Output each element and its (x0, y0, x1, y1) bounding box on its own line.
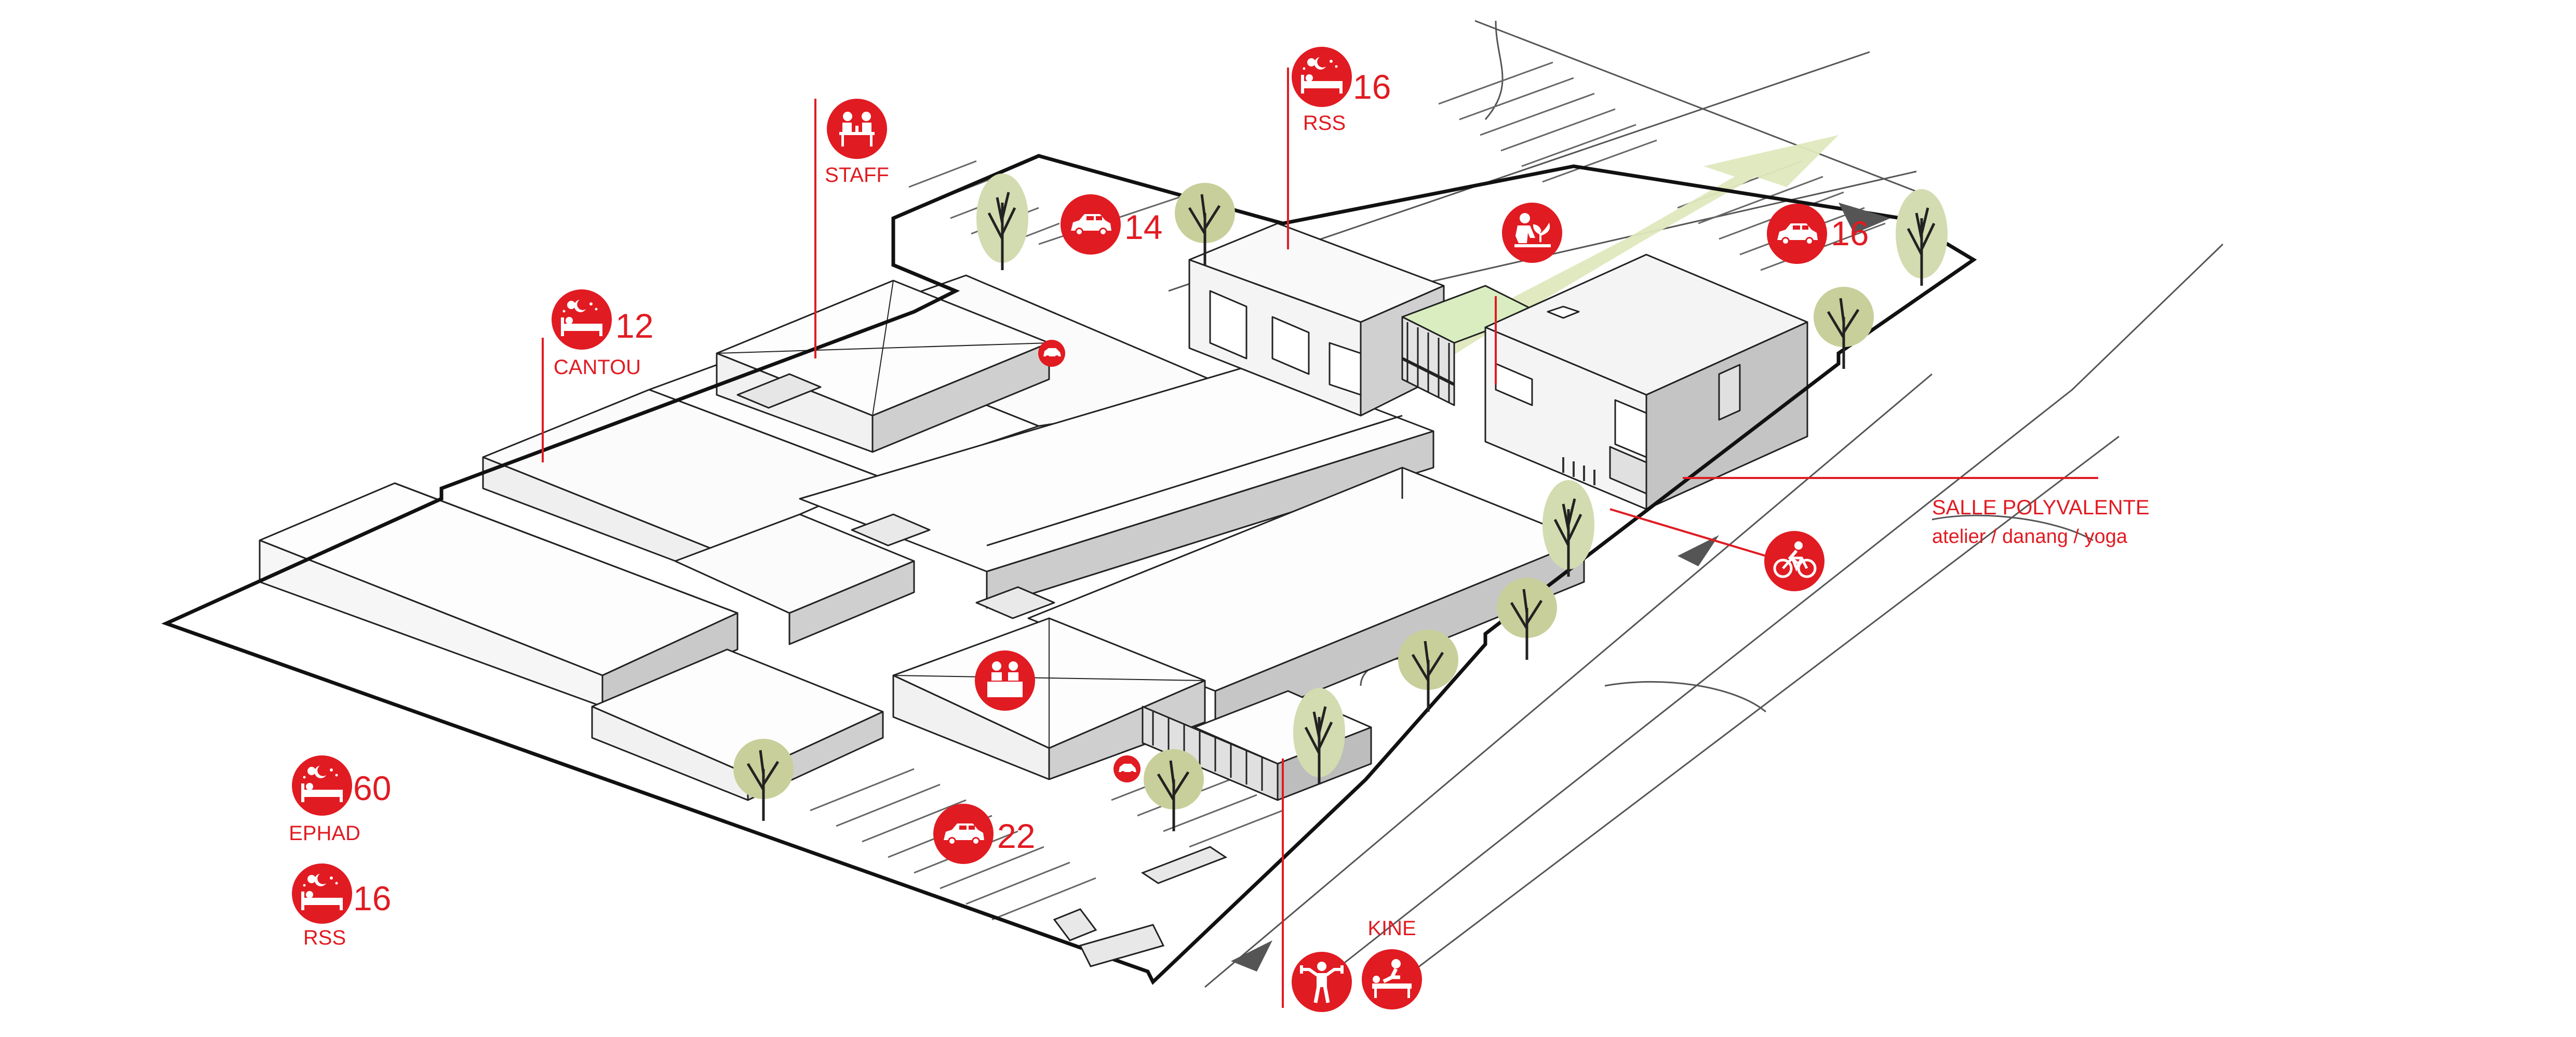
rss-legend-label: RSS (303, 926, 346, 949)
car-entrance-icon (1038, 340, 1065, 367)
bicycle-icon (1764, 531, 1824, 591)
parking-east-marker: 16 (1767, 204, 1869, 264)
garden-marker (1501, 202, 1563, 264)
cantou-marker: 12 CANTOU (552, 289, 653, 379)
parking-south-count: 22 (997, 817, 1035, 855)
massage-icon (1362, 949, 1422, 1009)
leader-lines (542, 68, 2098, 1008)
salle-subtitle: atelier / danang / yoga (1932, 526, 2128, 548)
vent-grille (1562, 457, 1595, 485)
rss-top-count: 16 (1353, 68, 1391, 106)
bed-icon (552, 289, 612, 350)
car-icon (1767, 204, 1827, 264)
staff-meeting-icon (827, 99, 887, 159)
exercise-icon (1292, 952, 1352, 1012)
parking-south-marker: 22 (933, 804, 1035, 864)
reception-marker (975, 650, 1035, 711)
direction-arrows (1231, 203, 1890, 972)
bike-marker (1764, 531, 1824, 591)
cantou-count: 12 (615, 307, 653, 345)
rss-legend: 16 RSS (292, 863, 391, 949)
ephad-legend: 60 EPHAD (289, 755, 391, 845)
ephad-label: EPHAD (289, 822, 360, 845)
staff-marker: STAFF (825, 99, 889, 187)
tree (733, 739, 794, 821)
cantou-label: CANTOU (554, 356, 641, 379)
car-icon (933, 804, 994, 864)
car-entrance-icon (1113, 755, 1141, 782)
planters (1053, 846, 1228, 967)
staff-label: STAFF (825, 164, 889, 187)
tree (1814, 287, 1874, 369)
parking-north-marker: 14 (1061, 194, 1162, 255)
rss-legend-count: 16 (353, 879, 391, 918)
bed-icon (1292, 47, 1352, 107)
salle-title: SALLE POLYVALENTE (1932, 496, 2150, 519)
rss-top-marker: 16 RSS (1292, 47, 1391, 135)
gardening-icon (1501, 202, 1563, 264)
bed-icon (292, 755, 352, 816)
tree (1497, 578, 1557, 660)
kine-marker: KINE (1292, 917, 1422, 1012)
tree (1896, 189, 1948, 286)
kine-label: KINE (1367, 917, 1416, 940)
car-icon (1061, 194, 1121, 255)
ephad-count: 60 (353, 769, 391, 807)
reception-icon (975, 650, 1035, 711)
parking-east-count: 16 (1831, 214, 1869, 252)
tree (1398, 630, 1458, 712)
bed-icon (292, 863, 352, 924)
tree (976, 174, 1028, 270)
rss-top-label: RSS (1303, 112, 1346, 135)
salle-polyvalente-callout: SALLE POLYVALENTE atelier / danang / yog… (1932, 496, 2150, 548)
parking-north-count: 14 (1124, 208, 1162, 246)
